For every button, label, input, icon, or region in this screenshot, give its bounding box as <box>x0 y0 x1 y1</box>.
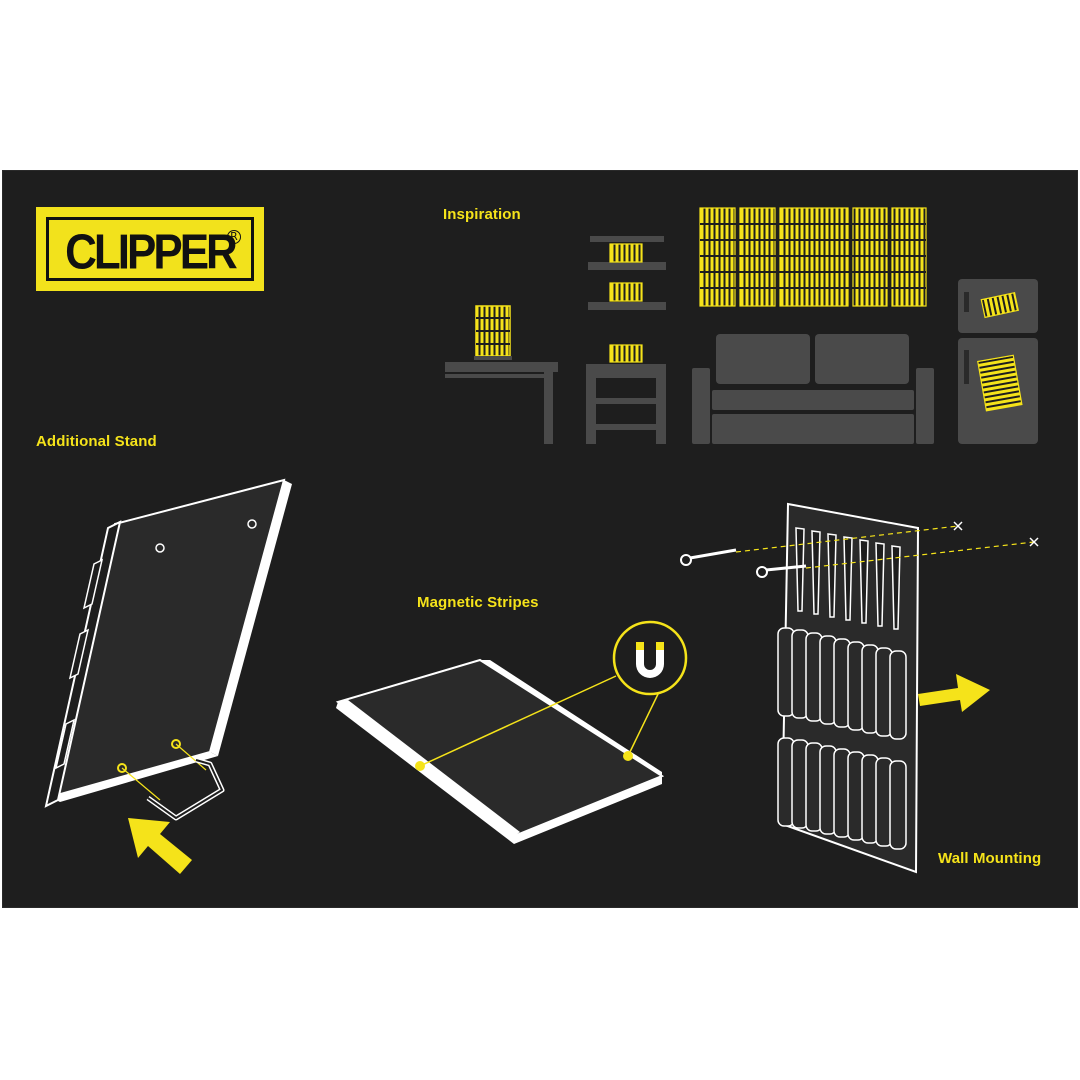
magnetic-stripes-heading: Magnetic Stripes <box>417 594 539 611</box>
additional-stand-heading: Additional Stand <box>36 433 157 450</box>
fridge-magnet-display-top <box>980 291 1020 319</box>
wall-shelf-illustration <box>588 236 666 310</box>
inspiration-heading: Inspiration <box>443 206 521 223</box>
magnet-icon <box>612 620 688 696</box>
inspiration-scene <box>445 207 1038 444</box>
cross-mark-icon <box>953 521 1039 547</box>
clipper-logo: CLIPPER R <box>36 207 264 291</box>
logo-frame: CLIPPER R <box>46 217 254 281</box>
sofa-illustration <box>692 334 934 444</box>
additional-stand-illustration <box>44 478 292 821</box>
lighter-row-top <box>777 627 907 740</box>
nightstand-illustration <box>586 344 666 444</box>
arrow-right-icon <box>918 674 990 712</box>
desk-illustration <box>445 305 558 444</box>
wall-display-illustration <box>699 207 927 307</box>
magnetic-stripes-illustration <box>335 658 665 844</box>
fridge-illustration <box>958 279 1038 444</box>
screw-icon <box>680 548 807 578</box>
registered-mark-icon: R <box>227 230 241 244</box>
lighter-row-bottom <box>777 737 907 850</box>
logo-text: CLIPPER <box>65 225 238 280</box>
arrow-up-left-icon <box>128 818 192 874</box>
desk-display <box>474 305 512 360</box>
fridge-magnet-display-bottom <box>977 354 1023 412</box>
wall-mounting-illustration <box>735 502 1035 874</box>
wall-mounting-heading: Wall Mounting <box>938 850 1042 867</box>
